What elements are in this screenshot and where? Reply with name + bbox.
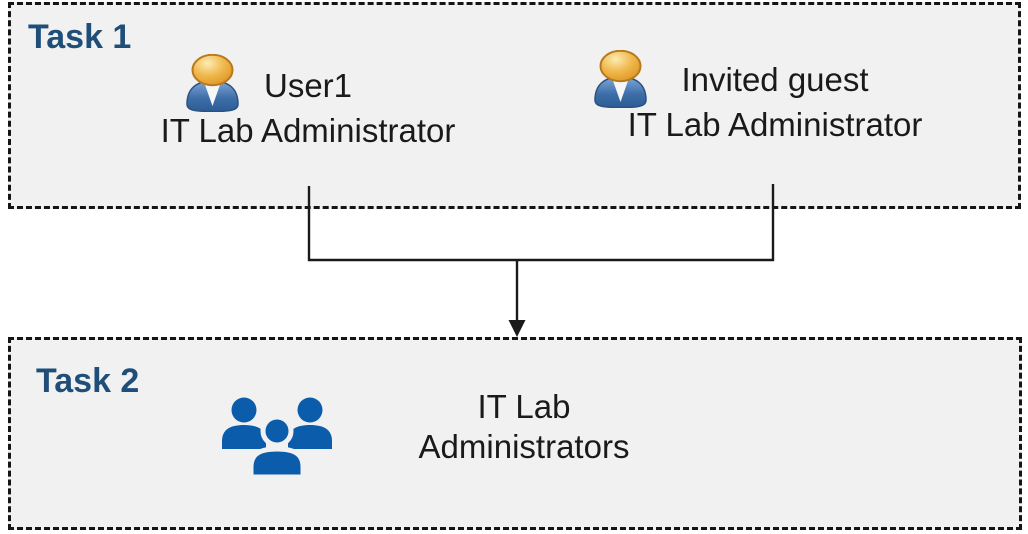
arrowhead-icon [508,320,526,337]
group-name-line2: Administrators [418,428,630,465]
group-name-line1: IT Lab [477,388,571,425]
task2-box [8,337,1022,530]
persona-role: IT Lab Administrator [627,106,923,143]
person-icon [186,54,239,112]
person-icon [594,50,647,108]
task1-label: Task 1 [28,18,132,56]
task1-box [8,2,1021,209]
group-name: IT Lab Administrators [324,387,724,467]
persona-name: User1 [263,67,353,104]
group-it-lab-administrators: IT Lab Administrators [219,385,724,490]
people-group-icon [222,397,332,479]
persona-name: Invited guest [681,61,869,98]
persona-role: IT Lab Administrator [160,112,456,149]
task2-label: Task 2 [36,362,140,400]
persona-invited-guest: Invited guest IT Lab Administrator [575,44,975,154]
persona-user1: User1 IT Lab Administrator [108,50,508,160]
